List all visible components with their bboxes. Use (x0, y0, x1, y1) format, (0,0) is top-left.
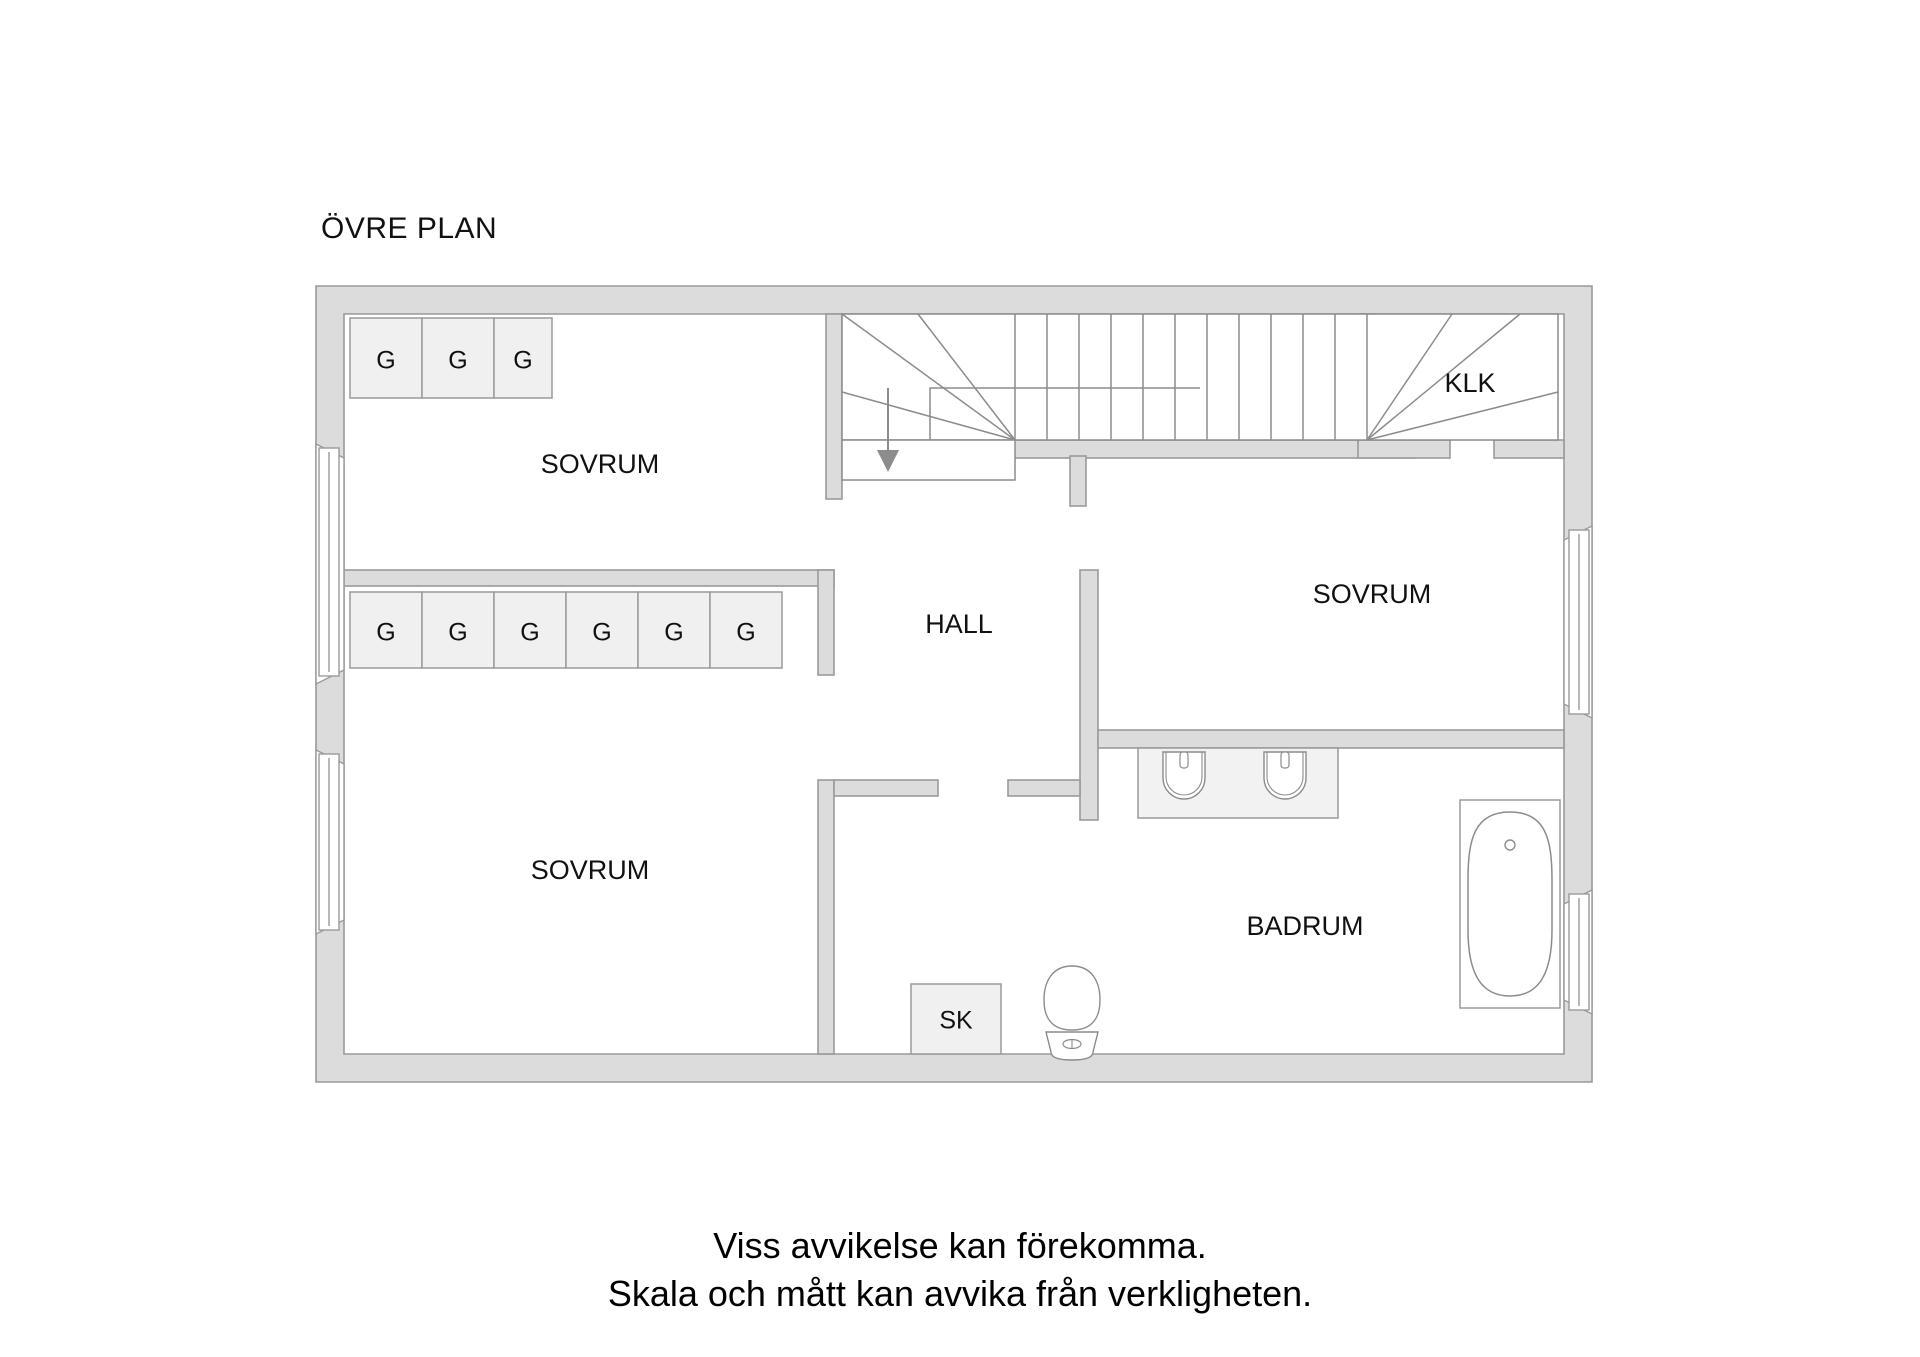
room-label-sovrum-right: SOVRUM (1313, 579, 1432, 609)
cabinet-label-g: G (376, 619, 395, 647)
stair-down-arrow-icon (877, 388, 899, 472)
cabinet-label-g: G (376, 347, 395, 375)
staircase (841, 313, 1559, 481)
stair-landing (841, 439, 1016, 481)
stair-winders-right (1366, 313, 1559, 441)
stair-winders-left (841, 313, 1200, 441)
room-label-badrum: BADRUM (1246, 911, 1363, 941)
window-left-top (315, 442, 345, 686)
toilet-icon (1043, 965, 1101, 1061)
room-label-hall: HALL (925, 609, 993, 639)
window-left-bottom (315, 748, 345, 936)
room-label-sovrum-top-left: SOVRUM (541, 449, 660, 479)
bathtub-icon (1459, 799, 1561, 1009)
cabinet-row-top: G G G (349, 317, 553, 399)
window-right-top (1563, 524, 1593, 720)
caption-line-1: Viss avvikelse kan förekomma. (713, 1225, 1207, 1266)
cabinet-label-g: G (513, 347, 532, 375)
sink-left-icon (1162, 751, 1206, 800)
sink-right-icon (1263, 751, 1307, 800)
cabinet-label-g: G (592, 619, 611, 647)
cabinet-label-g: G (448, 619, 467, 647)
sk-closet-label: SK (939, 1007, 973, 1035)
cabinet-label-g: G (448, 347, 467, 375)
interior-walls (343, 313, 1565, 1055)
page-title: ÖVRE PLAN (321, 212, 498, 245)
cabinet-label-g: G (736, 619, 755, 647)
stair-treads (1014, 314, 1368, 440)
cabinet-label-g: G (520, 619, 539, 647)
room-label-sovrum-bottom-left: SOVRUM (531, 855, 650, 885)
cabinet-row-middle: G G G G G G (349, 591, 783, 669)
window-right-bottom (1563, 888, 1593, 1016)
room-label-klk: KLK (1444, 368, 1495, 398)
sk-closet: SK (910, 983, 1002, 1055)
caption-line-2: Skala och mått kan avvika från verklighe… (607, 1273, 1313, 1315)
disclaimer-caption: Viss avvikelse kan förekomma. Skala och … (0, 1222, 1920, 1318)
cabinet-label-g: G (664, 619, 683, 647)
